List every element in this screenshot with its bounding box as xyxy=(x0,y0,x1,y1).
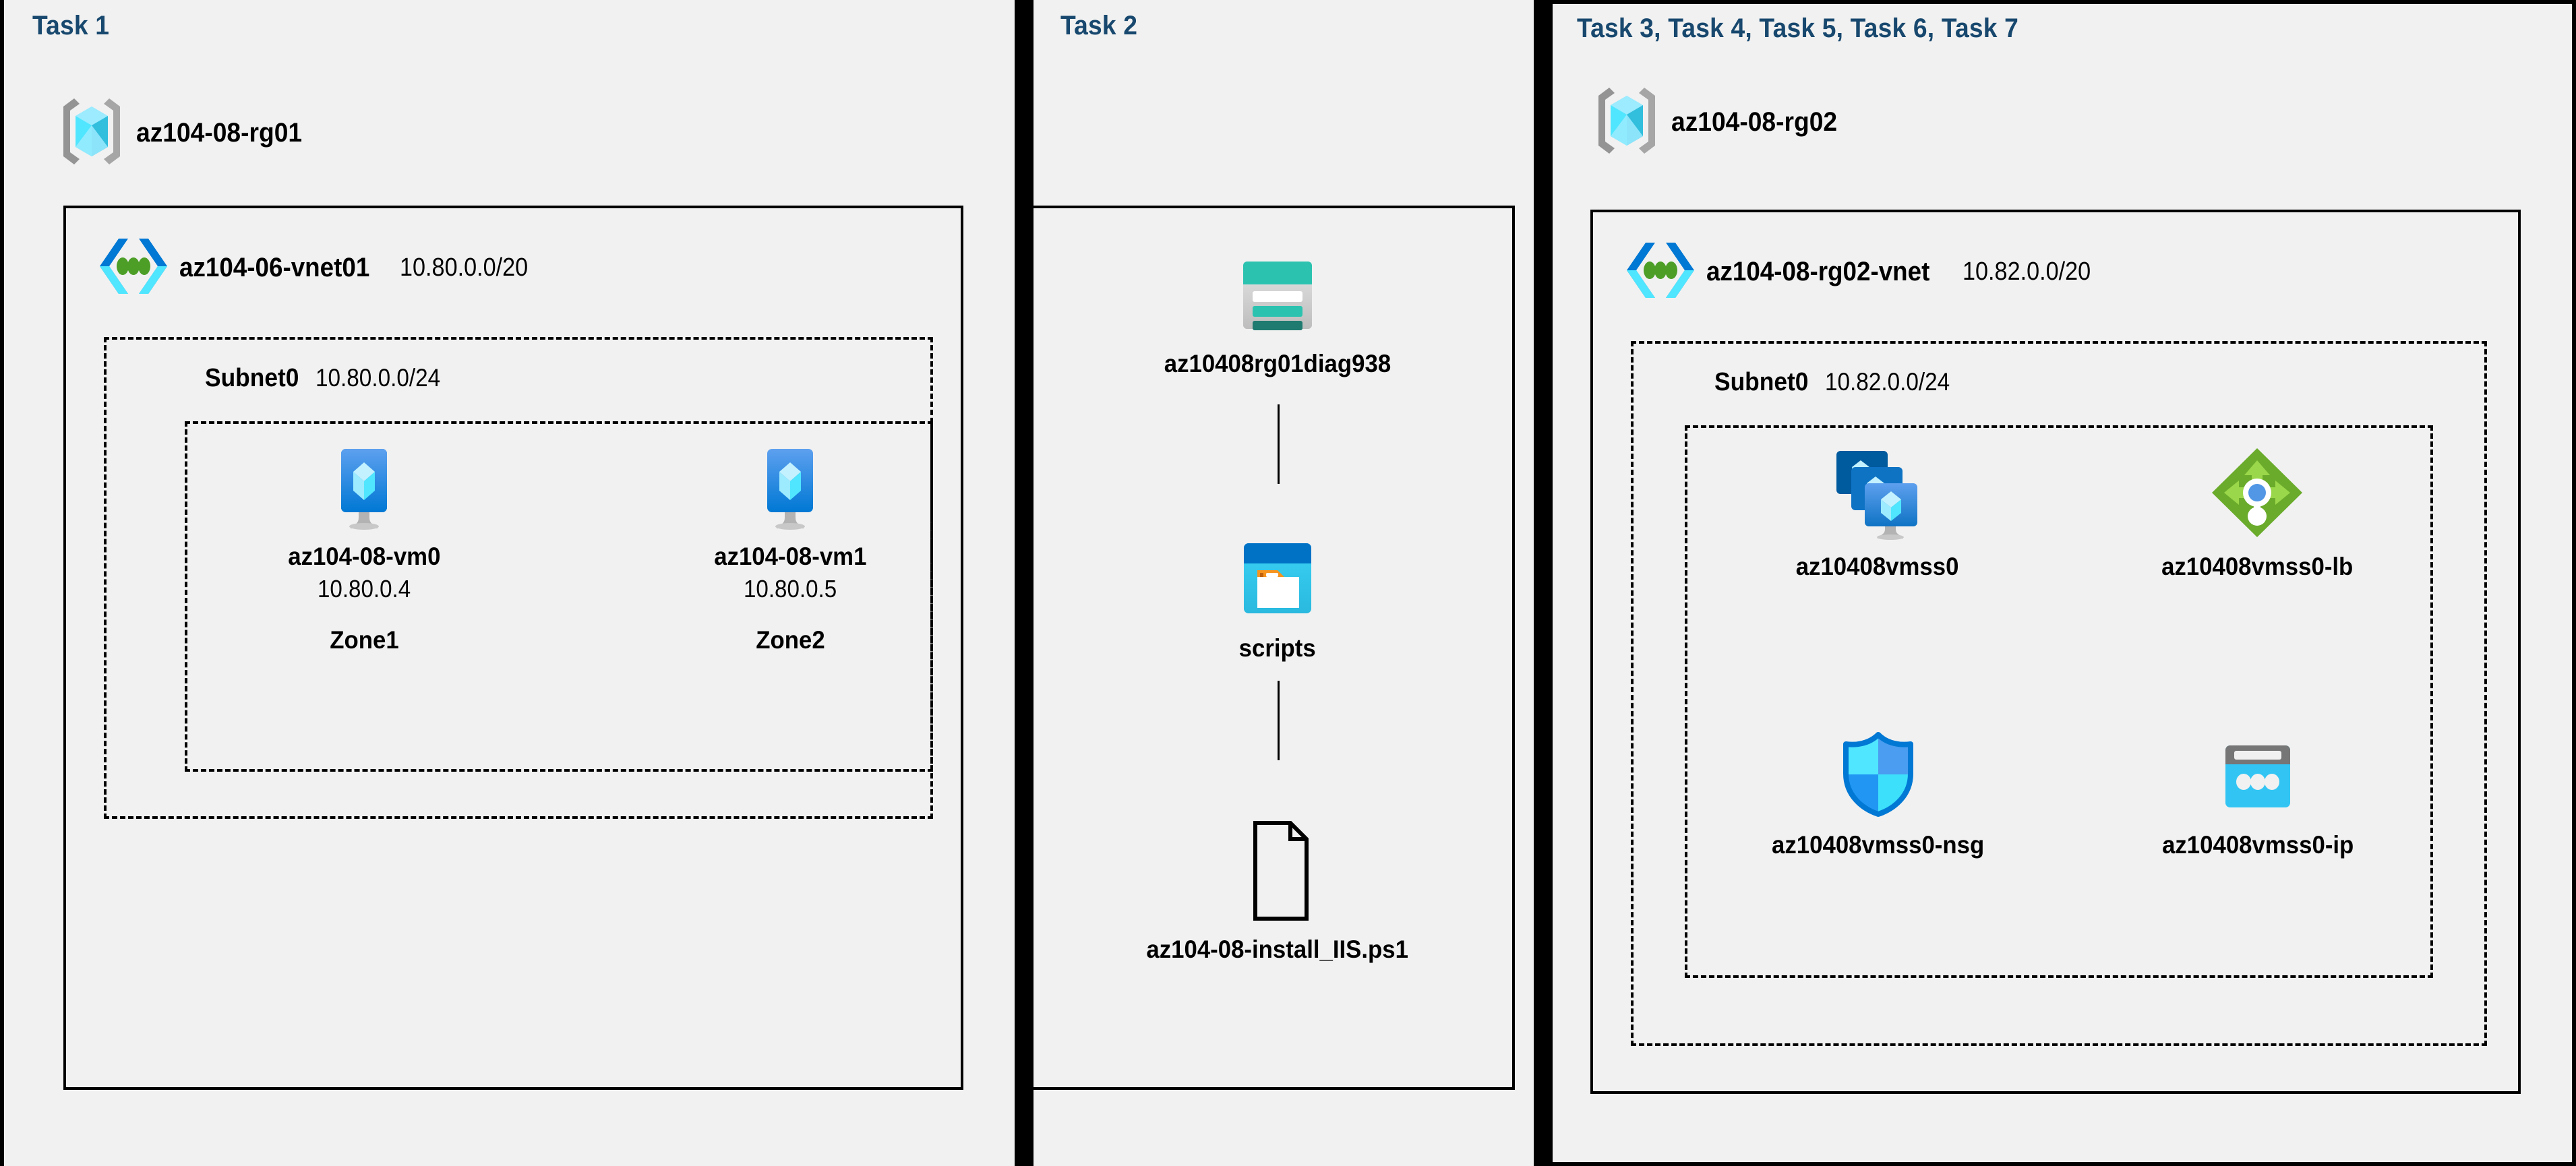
vm-ip-label: 10.80.0.5 xyxy=(743,575,837,603)
vm-zone-label: Zone2 xyxy=(755,626,825,654)
subnet-header-rg02: Subnet0 10.82.0.0/24 xyxy=(1714,368,1964,397)
blob-container-icon xyxy=(1236,539,1319,625)
subnet-name-label: Subnet0 xyxy=(1714,368,1809,396)
network-security-group-icon xyxy=(1835,731,1921,822)
virtual-machine-icon xyxy=(751,446,829,533)
nsg-node: az10408vmss0-nsg xyxy=(1767,731,1989,859)
public-ip-node: az10408vmss0-ip xyxy=(2157,739,2359,859)
task2-panel: Task 2 az10 xyxy=(1032,0,1534,1166)
resource-group-rg02: az104-08-rg02 xyxy=(1594,84,1850,161)
connector-scripts-to-file xyxy=(1278,681,1280,760)
vnet-cidr-label: 10.82.0.0/20 xyxy=(1963,257,2091,286)
vm-ip-label: 10.80.0.4 xyxy=(317,575,411,603)
column-separator-2 xyxy=(1534,0,1553,1166)
vnet-container-rg01 xyxy=(63,206,963,1090)
virtual-network-icon xyxy=(1625,239,1696,305)
task1-panel: Task 1 az104-08-rg01 xyxy=(0,0,1015,1166)
subnet-name-label: Subnet0 xyxy=(205,364,299,392)
task2-container xyxy=(1032,206,1515,1090)
subnet-header-rg01: Subnet0 10.80.0.0/24 xyxy=(205,364,454,393)
subnet-cidr-label: 10.80.0.0/24 xyxy=(316,364,441,392)
connector-storage-to-scripts xyxy=(1278,404,1280,484)
resource-group-label: az104-08-rg01 xyxy=(136,118,303,148)
blob-container-node: scripts xyxy=(1197,539,1358,663)
task3to7-heading: Task 3, Task 4, Task 5, Task 6, Task 7 xyxy=(1577,13,2019,43)
public-ip-label: az10408vmss0-ip xyxy=(2161,831,2354,859)
resource-group-label: az104-08-rg02 xyxy=(1671,107,1838,137)
vmss-resource-container xyxy=(1685,425,2433,978)
nsg-label: az10408vmss0-nsg xyxy=(1772,831,1985,859)
ps1-file-label: az104-08-install_IIS.ps1 xyxy=(1146,935,1409,963)
vmss-node: az10408vmss0 xyxy=(1776,446,1979,581)
task3to7-panel: Task 3, Task 4, Task 5, Task 6, Task 7 a… xyxy=(1553,0,2576,1166)
storage-account-icon xyxy=(1234,256,1321,340)
storage-account-label: az10408rg01diag938 xyxy=(1164,350,1391,377)
resource-group-icon xyxy=(1594,84,1659,161)
vnet-header-rg01: az104-06-vnet01 10.80.0.0/20 xyxy=(98,235,542,301)
vnet-container-rg02 xyxy=(1590,210,2521,1094)
vm-zone-label: Zone1 xyxy=(329,626,399,654)
storage-account-node: az10408rg01diag938 xyxy=(1136,256,1419,378)
task1-heading: Task 1 xyxy=(32,11,110,40)
file-document-icon xyxy=(1238,819,1317,926)
virtual-machine-icon xyxy=(325,446,403,533)
subnet-container-rg02 xyxy=(1631,341,2487,1046)
load-balancer-node: az10408vmss0-lb xyxy=(2146,446,2368,581)
column-separator-1 xyxy=(1015,0,1034,1166)
resource-group-rg01: az104-08-rg01 xyxy=(59,94,315,172)
vnet-name-label: az104-06-vnet01 xyxy=(179,253,370,282)
vm-name-label: az104-08-vm0 xyxy=(287,543,441,570)
vm-node-1: az104-08-vm1 10.80.0.5 Zone2 xyxy=(702,446,878,654)
virtual-network-icon xyxy=(98,235,169,301)
blob-container-label: scripts xyxy=(1238,634,1317,662)
ps1-file-node: az104-08-install_IIS.ps1 xyxy=(1116,819,1439,964)
resource-group-icon xyxy=(59,94,124,172)
vmss-label: az10408vmss0 xyxy=(1796,553,1959,580)
zone-group-container xyxy=(185,421,933,772)
vm-name-label: az104-08-vm1 xyxy=(713,543,867,570)
vnet-header-rg02: az104-08-rg02-vnet 10.82.0.0/20 xyxy=(1625,239,2105,305)
vm-scale-set-icon xyxy=(1827,446,1928,543)
vm-node-0: az104-08-vm0 10.80.0.4 Zone1 xyxy=(276,446,452,654)
subnet-cidr-label: 10.82.0.0/24 xyxy=(1825,368,1950,396)
vnet-cidr-label: 10.80.0.0/20 xyxy=(399,253,529,282)
load-balancer-icon xyxy=(2207,446,2308,543)
vnet-name-label: az104-08-rg02-vnet xyxy=(1706,257,1930,286)
task2-heading: Task 2 xyxy=(1060,11,1138,40)
load-balancer-label: az10408vmss0-lb xyxy=(2161,553,2354,580)
public-ip-address-icon xyxy=(2217,739,2299,822)
